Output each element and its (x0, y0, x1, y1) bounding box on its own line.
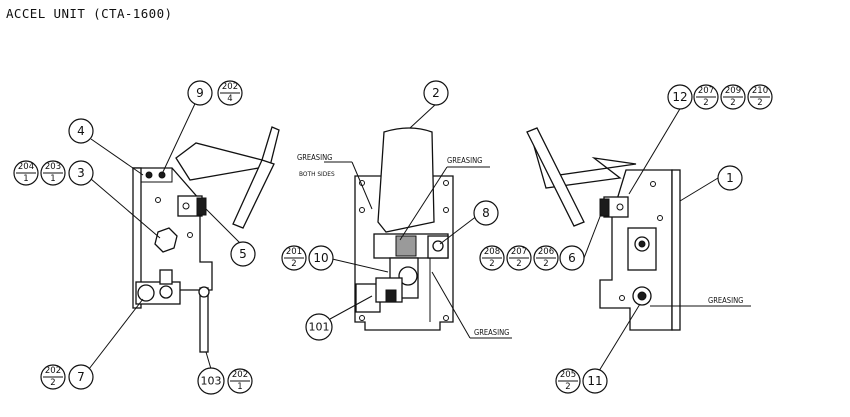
svg-text:1: 1 (726, 171, 734, 185)
svg-text:11: 11 (587, 374, 602, 388)
svg-text:2: 2 (565, 382, 570, 392)
svg-text:4: 4 (227, 94, 232, 104)
svg-text:1: 1 (50, 174, 55, 184)
svg-text:202: 202 (222, 82, 238, 92)
svg-text:101: 101 (309, 321, 330, 334)
greasing-notes: GREASING BOTH SIDES GREASING GREASING GR… (297, 153, 743, 337)
svg-text:8: 8 (482, 206, 490, 220)
callout-2: 2 (423, 80, 449, 106)
svg-text:9: 9 (196, 86, 204, 100)
svg-text:2: 2 (291, 259, 296, 269)
left-view (132, 126, 280, 353)
svg-text:205: 205 (560, 370, 576, 380)
svg-text:207: 207 (511, 247, 527, 257)
svg-text:6: 6 (568, 251, 576, 265)
callout-10: 10 (308, 245, 334, 271)
callout-3: 3 (68, 160, 94, 186)
callouts: 9 4 3 5 7 103 2 8 10 101 12 1 6 11 (68, 80, 743, 395)
svg-text:2: 2 (730, 98, 735, 108)
callout-12: 12 (667, 84, 693, 110)
right-view (526, 127, 681, 331)
callout-8: 8 (473, 200, 499, 226)
note-greasing-right: GREASING (708, 296, 743, 305)
left-frame-bar (132, 167, 142, 309)
note-both-sides: BOTH SIDES (299, 170, 335, 178)
svg-text:4: 4 (77, 124, 85, 138)
svg-text:2: 2 (50, 378, 55, 388)
callout-4: 4 (68, 118, 94, 144)
svg-text:206: 206 (538, 247, 554, 257)
svg-text:12: 12 (672, 90, 687, 104)
left-pedal-arm (175, 126, 280, 181)
svg-text:204: 204 (18, 162, 34, 172)
svg-text:203: 203 (45, 162, 61, 172)
callout-101: 101 (305, 313, 333, 341)
svg-text:10: 10 (313, 251, 328, 265)
note-greasing-mid-top: GREASING (447, 156, 482, 165)
right-pedal-plate (526, 127, 585, 227)
svg-text:2: 2 (516, 259, 521, 269)
svg-text:2: 2 (489, 259, 494, 269)
callout-6: 6 (559, 245, 585, 271)
diagram-title: ACCEL UNIT (CTA-1600) (6, 6, 173, 21)
svg-text:5: 5 (239, 247, 247, 261)
svg-text:3: 3 (77, 166, 85, 180)
middle-pedal-cover (377, 127, 435, 233)
note-greasing-left: GREASING (297, 153, 332, 162)
svg-text:2: 2 (757, 98, 762, 108)
callout-103: 103 (197, 367, 225, 395)
svg-text:210: 210 (752, 86, 768, 96)
svg-text:202: 202 (232, 370, 248, 380)
right-frame-bar (671, 169, 681, 331)
svg-text:7: 7 (77, 370, 85, 384)
svg-text:103: 103 (201, 375, 222, 388)
svg-text:2: 2 (432, 86, 440, 100)
callout-1: 1 (717, 165, 743, 191)
svg-text:209: 209 (725, 86, 741, 96)
callout-9: 9 (187, 80, 213, 106)
left-hex-nut (154, 227, 178, 253)
note-greasing-mid-bottom: GREASING (474, 328, 509, 337)
callout-11: 11 (582, 368, 608, 394)
middle-view (354, 127, 454, 331)
svg-text:202: 202 (45, 366, 61, 376)
svg-text:208: 208 (484, 247, 500, 257)
svg-text:201: 201 (286, 247, 302, 257)
callout-7: 7 (68, 364, 94, 390)
left-pedal-plate (232, 159, 275, 229)
svg-text:2: 2 (703, 98, 708, 108)
svg-text:1: 1 (237, 382, 242, 392)
leader-lines (88, 92, 751, 372)
svg-text:1: 1 (23, 174, 28, 184)
svg-text:207: 207 (698, 86, 714, 96)
callout-5: 5 (230, 241, 256, 267)
svg-text:2: 2 (543, 259, 548, 269)
